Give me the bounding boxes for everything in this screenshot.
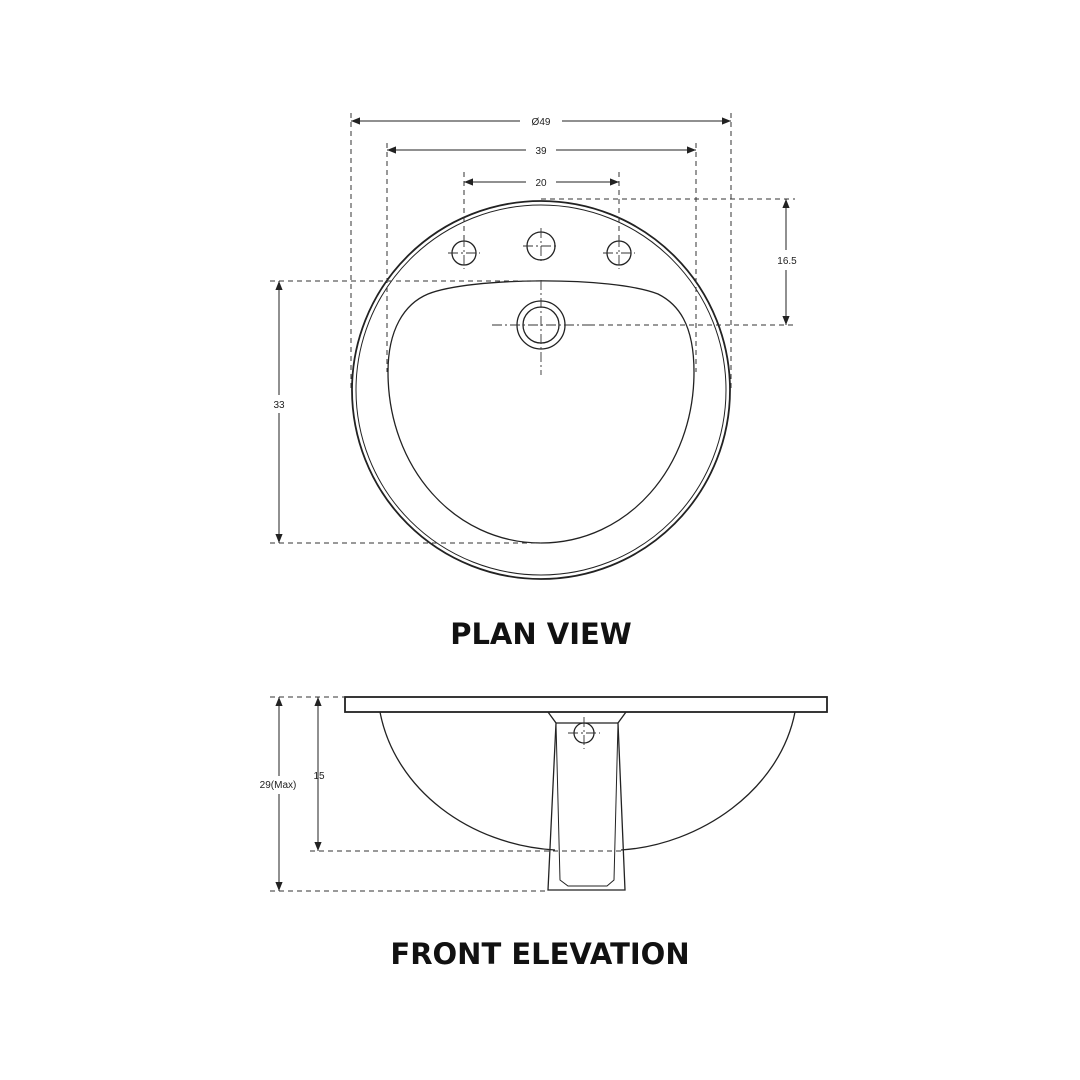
waste-outlet [492,280,590,375]
dim-overall-diameter: Ø49 [351,117,731,128]
dim-label-bowl-height: 15 [313,771,325,782]
tap-hole-left [448,237,480,269]
dim-label-total-height: 29(Max) [260,780,297,791]
dim-total-height: 29(Max) [260,697,297,891]
bowl-profile [379,711,796,851]
outer-rim [351,200,731,580]
outer-rim-inner-edge [355,204,727,576]
tap-hole-right [603,237,635,269]
overflow-hole [568,717,600,749]
dim-label-bowl-depth: 33 [273,400,285,411]
dim-tap-spacing: 20 [464,178,619,189]
plan-view-title: PLAN VIEW [450,617,632,651]
dim-label-inner-width: 39 [535,146,547,157]
dim-label-tap-spacing: 20 [535,178,547,189]
dim-bowl-depth: 33 [273,281,285,543]
dim-label-overall-diameter: Ø49 [532,117,551,128]
dim-inner-width: 39 [387,146,696,157]
dim-bowl-height: 15 [313,697,325,851]
waste-channel [547,711,627,891]
rim-flange [344,696,828,713]
elevation-extension-lines [270,696,622,892]
plan-view: Ø49 39 20 16.5 33 PLAN VIEW [270,113,797,651]
dim-tap-to-waste: 16.5 [777,199,797,325]
tap-hole-center [523,228,559,264]
front-elevation-title: FRONT ELEVATION [390,937,689,971]
front-elevation: 29(Max) 15 FRONT ELEVATION [260,696,828,971]
dim-label-tap-to-waste: 16.5 [777,256,797,267]
bowl-outline [387,280,695,544]
extension-lines [270,113,795,544]
